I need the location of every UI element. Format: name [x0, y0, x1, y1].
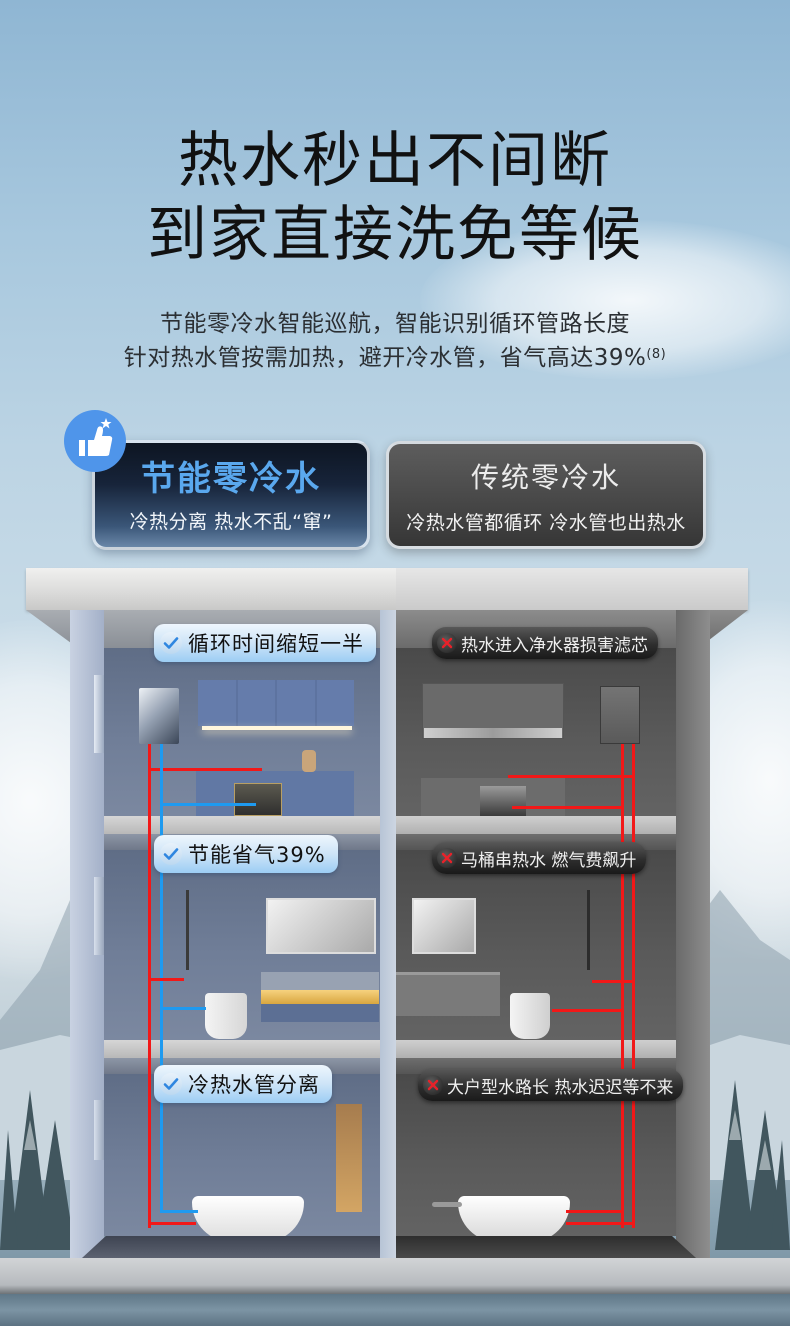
roof-slab-right: [396, 568, 748, 610]
vanity-drawers: [261, 1004, 379, 1022]
water-purifier-cabinet: [480, 786, 526, 816]
bathtub: [192, 1196, 304, 1242]
cabinet-shelf: [424, 728, 562, 738]
water-heater: [139, 688, 179, 744]
benefit-text: 节能省气39%: [188, 843, 326, 867]
hot-water-pipe: [148, 744, 151, 1228]
toilet: [205, 993, 247, 1039]
headline-line-2: 到家直接洗免等候: [147, 200, 643, 270]
description-line-1: 节能零冷水智能巡航，智能识别循环管路长度: [160, 311, 630, 337]
bathtub: [458, 1196, 570, 1242]
benefit-text: 循环时间缩短一半: [188, 632, 364, 656]
hot-water-pipe: [148, 978, 184, 981]
mirror: [266, 898, 376, 954]
cabinet-light: [202, 726, 352, 730]
floor-slab: [82, 816, 380, 834]
benefit-text: 冷热水管分离: [188, 1073, 320, 1097]
cold-water-pipe: [160, 744, 163, 1210]
cloud: [420, 220, 790, 380]
drawback-text: 马桶串热水 燃气费飙升: [461, 850, 637, 871]
drawback-badge: 马桶串热水 燃气费飙升: [432, 842, 647, 874]
cross-icon: [437, 848, 457, 868]
description-line-2-text: 针对热水管按需加热，避开冷水管，省气高达39%: [123, 345, 647, 371]
check-icon: [160, 843, 182, 865]
toilet: [510, 993, 550, 1039]
cold-water-pipe: [160, 803, 256, 806]
cutting-board: [302, 750, 316, 772]
floor-right: [396, 1236, 696, 1258]
water-reflection: [0, 1294, 790, 1326]
energy-saving-zero-cold-water-card: 节能零冷水 冷热分离 热水不乱“窜”: [92, 440, 370, 550]
footnote-marker: (8): [646, 347, 667, 362]
hot-water-pipe: [148, 1222, 196, 1225]
vanity-grey: [396, 972, 500, 1016]
card-subtitle: 冷热水管都循环 冷水管也出热水: [406, 512, 686, 534]
cold-water-pipe: [160, 1007, 206, 1010]
description-line-2: 针对热水管按需加热，避开冷水管，省气高达39%(8): [0, 342, 790, 375]
wall-window: [94, 675, 104, 753]
cold-pipe-carrying-hot-water: [512, 806, 622, 809]
floor-slab: [82, 1040, 380, 1058]
card-title: 节能零冷水: [141, 459, 321, 499]
drawback-badge: 大户型水路长 热水迟迟等不来: [418, 1069, 684, 1101]
upper-cabinets: [198, 680, 354, 726]
thumbs-up-icon: [64, 410, 126, 472]
check-icon: [160, 632, 182, 654]
shower-rail: [587, 890, 590, 970]
wall-window: [94, 877, 104, 955]
card-title: 传统零冷水: [470, 461, 621, 494]
cross-icon: [423, 1075, 443, 1095]
hot-water-pipe: [566, 1222, 634, 1225]
headline-line-1: 热水秒出不间断: [178, 126, 612, 196]
hot-water-pipe: [508, 775, 634, 778]
benefit-badge: 冷热水管分离: [154, 1065, 332, 1103]
drawback-text: 大户型水路长 热水迟迟等不来: [447, 1077, 674, 1098]
floor-left: [82, 1236, 380, 1258]
floor-slab: [396, 816, 696, 834]
benefit-badge: 节能省气39%: [154, 835, 338, 873]
vanity-light-shelf: [261, 990, 379, 1004]
traditional-zero-cold-water-card: 传统零冷水 冷热水管都循环 冷水管也出热水: [386, 441, 706, 549]
vanity-top: [261, 972, 379, 990]
cross-icon: [437, 633, 457, 653]
hot-water-pipe: [632, 744, 635, 1228]
water-purifier-cabinet: [234, 783, 282, 816]
check-icon: [160, 1073, 182, 1095]
exterior-wall-right: [676, 610, 710, 1260]
hot-water-pipe: [592, 980, 634, 983]
center-divider-wall: [380, 610, 396, 1260]
hot-water-pipe: [566, 1210, 622, 1213]
ground-platform: [0, 1258, 790, 1294]
pine-trees: [0, 1080, 790, 1250]
benefit-badge: 循环时间缩短一半: [154, 624, 376, 662]
traditional-water-heater: [600, 686, 640, 744]
wall-niche-shelf: [336, 1104, 362, 1212]
drawback-badge: 热水进入净水器损害滤芯: [432, 627, 658, 659]
side-stool: [432, 1202, 462, 1207]
cold-water-pipe: [160, 1210, 198, 1213]
card-subtitle: 冷热分离 热水不乱“窜”: [129, 511, 333, 533]
cold-pipe-carrying-hot-water: [552, 1009, 622, 1012]
floor-slab: [396, 1040, 696, 1058]
hot-water-pipe: [621, 744, 624, 1228]
mirror: [412, 898, 476, 954]
hot-water-pipe: [148, 768, 262, 771]
shower-rail: [186, 890, 189, 970]
wall-window: [94, 1100, 104, 1160]
drawback-text: 热水进入净水器损害滤芯: [461, 635, 648, 656]
